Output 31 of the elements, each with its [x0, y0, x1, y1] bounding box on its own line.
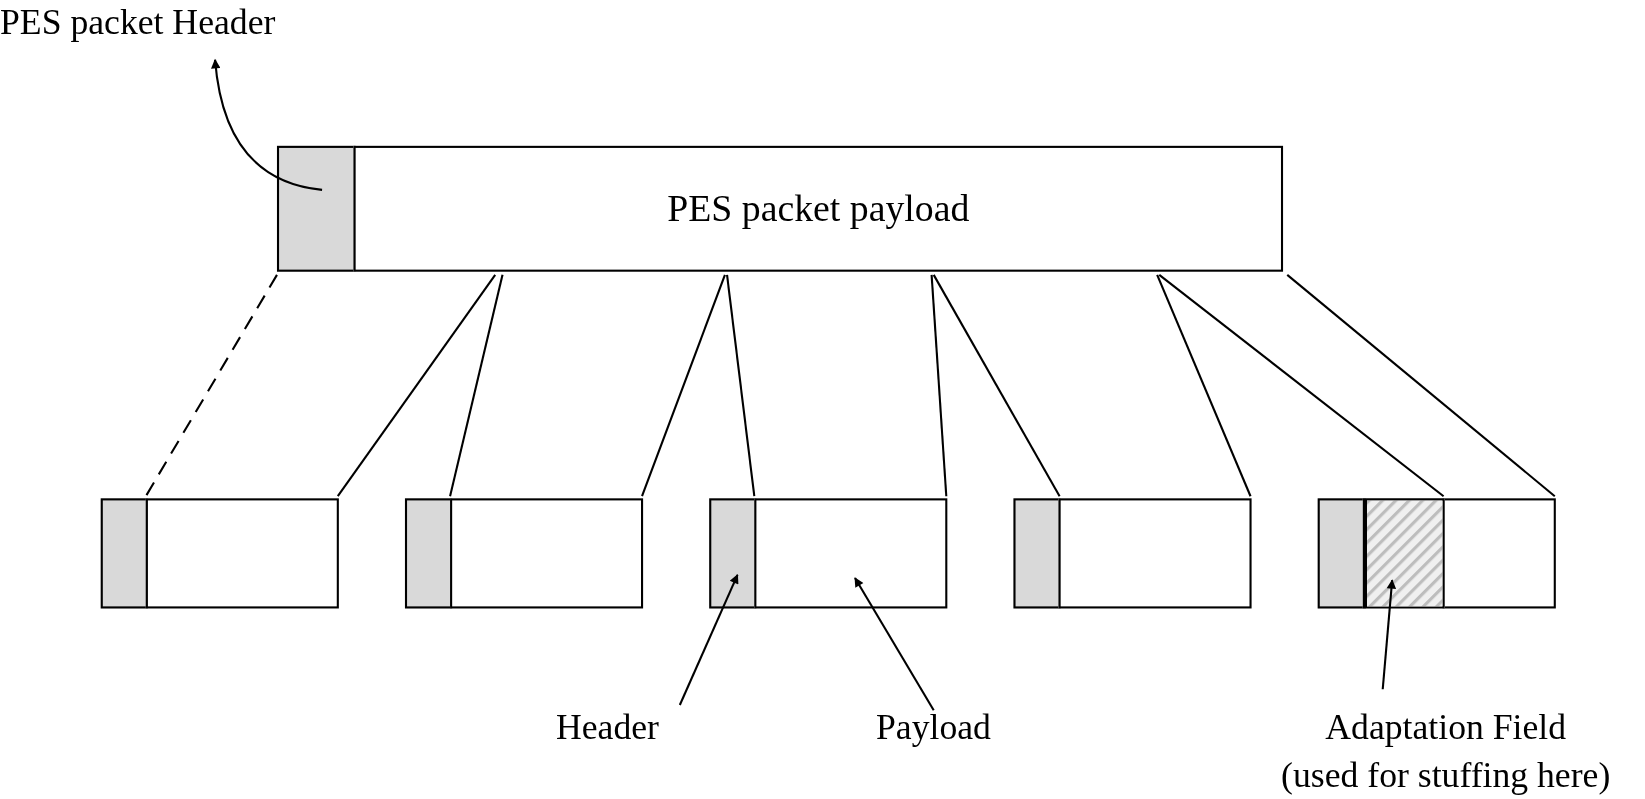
leader-arrow [211, 58, 323, 191]
connector-line [1286, 274, 1556, 498]
caption-text: PES packet Header [0, 1, 277, 44]
connector-line [1158, 274, 1445, 498]
caption-text: Adaptation Field (used for stuffing here) [1280, 706, 1612, 797]
leader-arrow [678, 574, 739, 706]
payload-box [353, 145, 1284, 272]
payload-segment [450, 498, 644, 609]
connector-line [932, 274, 1061, 497]
leader-arrow [1381, 579, 1397, 690]
box-label: PES packet payload [666, 186, 971, 231]
header-segment [276, 145, 356, 272]
caption-text: Header [556, 706, 660, 748]
hatched-segment [1362, 498, 1445, 609]
connector-line [449, 274, 504, 497]
connector-line [336, 274, 497, 497]
header-segment [100, 498, 148, 609]
header-segment [709, 498, 757, 609]
header-segment [1013, 498, 1061, 609]
connector-line [1156, 274, 1252, 497]
payload-segment [1442, 498, 1556, 609]
caption-text: Payload [876, 706, 992, 749]
header-segment [404, 498, 453, 609]
connector-line [726, 274, 756, 497]
connector-line [930, 274, 948, 497]
leader-arrow [854, 577, 935, 711]
payload-segment [145, 498, 339, 609]
payload-segment [754, 498, 948, 609]
connector-line [144, 274, 278, 497]
connector-line [641, 274, 726, 497]
payload-segment [1058, 498, 1252, 609]
